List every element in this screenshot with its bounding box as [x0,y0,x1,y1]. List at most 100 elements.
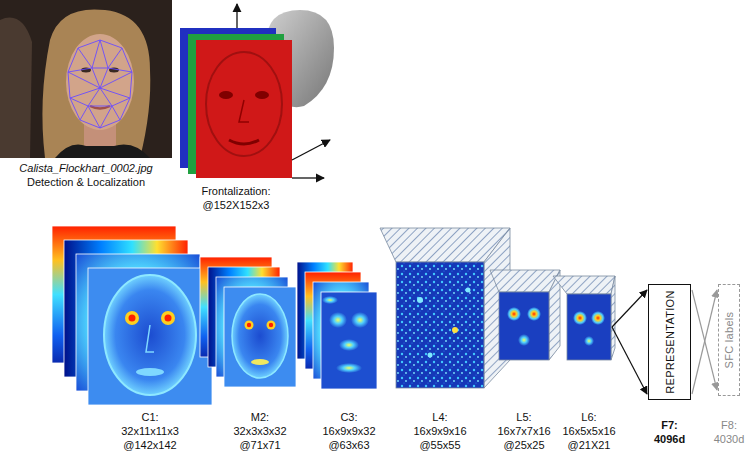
c1-feature-maps-part [165,315,172,322]
frontalization-figure-part [236,4,237,28]
face-photo-part [66,34,134,130]
l5-feature-maps [490,270,560,360]
face-photo-part [55,145,150,159]
box-outline: SFC labels [718,284,740,396]
l4-feature-maps-part [466,288,471,293]
connector [692,290,717,394]
box-outline: REPRESENTATION [648,284,691,400]
face-photo [0,0,172,158]
c3-feature-maps-part [321,292,377,389]
m2-feature-maps-part [247,323,251,327]
l5-feature-maps-part [518,334,530,346]
layer-stack: M2: 32x3x3x32 @71x71 [224,287,296,452]
c1-feature-maps-part [88,268,212,405]
file-name: Calista_Flockhart_0002.jpg [19,161,152,175]
layer-caption: C1: 32x11x11x3 @142x142 [121,410,179,452]
frontalization-figure-part [292,140,330,160]
step-caption: Detection & Localization [27,175,145,189]
m2-feature-maps-part [251,359,269,365]
face-photo-part-part [68,40,132,128]
output-box: SFC labelsF8: 4030d [718,284,740,446]
box-label: SFC labels [722,312,736,369]
c3-feature-maps-part [329,312,347,328]
feature-map-area [499,292,549,360]
m2-feature-maps-part [232,294,288,378]
feature-map-area [567,294,611,360]
face-photo-part [42,9,150,158]
frontalization-figure-part [196,40,292,178]
step-caption: Frontalization: @152X152x3 [201,184,270,212]
connector-line [612,290,647,327]
l4-feature-maps-part [452,327,458,333]
c3-feature-maps-part [339,339,359,351]
feature-map-area [321,292,377,389]
c1-feature-maps-part [146,325,154,352]
frontalization-figure-part [219,91,233,99]
layer-caption: F8: 4030d [714,418,745,446]
step-caption-holder: Detection & Localization [27,175,145,189]
frontalization-figure-part [206,52,282,156]
face-photo-part [0,18,32,158]
c3-feature-maps-part [322,296,338,304]
l4-feature-maps-part [417,297,423,303]
l4-feature-maps-part [428,353,433,358]
c1-feature-maps-part [104,275,196,395]
l6-feature-maps-part [573,311,587,325]
c1-feature-maps-part [129,315,136,322]
l5-feature-maps-part [507,307,521,321]
c1-feature-maps-part [125,311,139,325]
connectors [612,290,717,394]
layer-stack: L4: 16x9x9x16 @55x55 [396,262,484,452]
feature-map-area [224,287,296,387]
c1-feature-maps-part [136,368,164,376]
m2-feature-maps-part [245,321,254,330]
l6-feature-maps-part [553,276,615,294]
c1-feature-maps-part [161,311,175,325]
step-caption-holder: Frontalization: @152X152x3 [201,184,270,212]
box-label: REPRESENTATION [663,290,677,393]
c3-feature-maps [297,262,377,389]
layer-stack: C3: 16x9x9x32 @63x63 [321,292,377,452]
connector-line [612,327,647,394]
m2-feature-maps-part [224,287,296,387]
face-photo-part [68,40,132,128]
connector [612,290,647,394]
layer-stack: C1: 32x11x11x3 @142x142 [88,268,212,452]
face-photo-part [0,0,172,158]
file-name-holder: Calista_Flockhart_0002.jpg [19,161,152,175]
frontalization-figure-part [292,177,324,178]
l6-feature-maps-part [584,336,594,346]
l4-feature-maps-part [396,262,484,388]
frontalization-figure [180,4,334,178]
frontalization-figure-part [229,140,259,144]
c1-feature-maps [52,226,212,405]
layer-caption: F7: 4096d [654,418,685,446]
representation-box: REPRESENTATION F7: 4096d [648,284,691,446]
l6-feature-maps [553,276,615,360]
l6-feature-maps-part [611,276,615,360]
l5-feature-maps-part [499,292,549,360]
layer-caption: L6: 16x5x5x16 @21X21 [562,410,615,452]
l6-feature-maps-part [567,294,611,360]
layer-stack: L5: 16x7x7x16 @25x25 [499,292,549,452]
m2-feature-maps-part [232,294,288,378]
l5-feature-maps-part [527,307,541,321]
c3-feature-maps-part [336,363,362,373]
feature-map-area [88,268,212,405]
face-photo-part-part [68,40,132,128]
m2-feature-maps-part [269,323,273,327]
layer-caption: C3: 16x9x9x32 @63x63 [322,410,375,452]
m2-feature-maps-part [267,321,276,330]
l5-feature-maps-part [490,270,560,292]
layer-stack: L6: 16x5x5x16 @21X21 [567,294,611,452]
feature-map-area [396,262,484,388]
layer-caption: L5: 16x7x7x16 @25x25 [497,410,550,452]
frontalization-figure-part [255,91,269,99]
frontalization-figure-part [239,100,249,122]
layer-caption: M2: 32x3x3x32 @71x71 [233,410,286,452]
layer-caption: L4: 16x9x9x16 @55x55 [413,410,466,452]
c3-feature-maps-part [351,312,369,328]
